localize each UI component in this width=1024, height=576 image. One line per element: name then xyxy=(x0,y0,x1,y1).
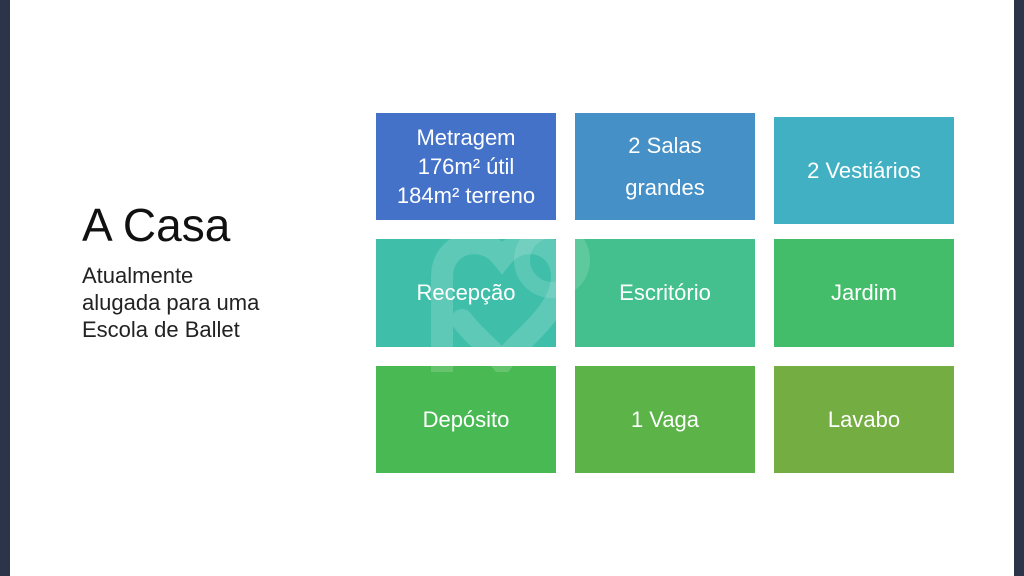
slide-title: A Casa xyxy=(82,199,231,251)
tile-jardim-label: Jardim xyxy=(830,280,897,305)
tile-metragem-line-1: Metragem xyxy=(416,125,516,150)
tile-vaga-label: 1 Vaga xyxy=(630,406,700,432)
slide: A Casa Atualmente alugada para uma Escol… xyxy=(10,0,1014,576)
tile-recepcao-label: Recepção xyxy=(416,280,516,305)
tile-salas-line-2: grandes xyxy=(625,174,705,200)
tile-metragem-line-2: 176m² útil xyxy=(417,154,515,179)
tile-jardim: Jardim xyxy=(774,239,954,347)
tile-deposito-label: Depósito xyxy=(422,406,510,432)
tile-salas: 2 Salas grandes xyxy=(575,113,755,220)
tile-vestiarios: 2 Vestiários xyxy=(774,117,954,224)
tile-metragem-line-3: 184m² terreno xyxy=(396,183,536,208)
tile-escritorio-label: Escritório xyxy=(619,280,711,305)
tile-vestiarios-label: 2 Vestiários xyxy=(807,157,921,183)
tile-lavabo: Lavabo xyxy=(774,366,954,473)
tile-recepcao: Recepção xyxy=(376,239,556,347)
tile-lavabo-label: Lavabo xyxy=(827,406,901,432)
tile-metragem: Metragem 176m² útil 184m² terreno xyxy=(376,113,556,220)
subtitle-line-3: Escola de Ballet xyxy=(82,317,240,342)
slide-subtitle: Atualmente alugada para uma Escola de Ba… xyxy=(82,262,259,343)
tile-vaga: 1 Vaga xyxy=(575,366,755,473)
subtitle-line-2: alugada para uma xyxy=(82,290,260,315)
tile-escritorio: Escritório xyxy=(575,239,755,347)
tile-deposito: Depósito xyxy=(376,366,556,473)
subtitle-line-1: Atualmente xyxy=(82,263,194,288)
tile-salas-line-1: 2 Salas xyxy=(628,132,702,158)
